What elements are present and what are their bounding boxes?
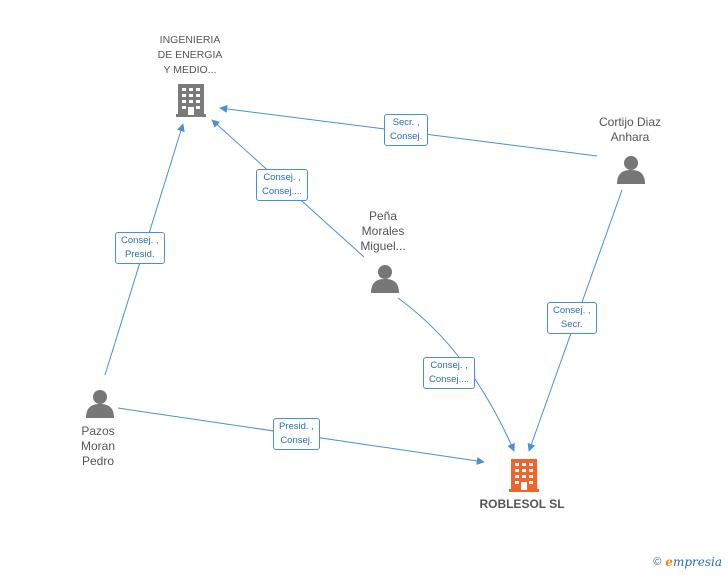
edge-label-pazos-roblesol[interactable]: Presid. , Consej. xyxy=(273,418,320,450)
edge-label-cortijo-ingenieria[interactable]: Secr. , Consej. xyxy=(384,114,429,146)
node-label-roblesol[interactable]: ROBLESOL SL xyxy=(479,497,565,511)
node-label-pazos[interactable]: Pazos Moran Pedro xyxy=(80,424,115,468)
node-label-ingenieria[interactable]: INGENIERIA DE ENERGIA Y MEDIO... xyxy=(157,34,223,76)
copyright-icon: © xyxy=(653,556,662,568)
node-label-pena[interactable]: Peña Morales Miguel... xyxy=(360,209,406,253)
footer-brand: © empresia xyxy=(653,555,722,569)
edge-label-pazos-ingenieria[interactable]: Consej. , Presid. xyxy=(115,232,165,264)
building-icon[interactable] xyxy=(509,459,539,492)
edge-label-cortijo-roblesol[interactable]: Consej. , Secr. xyxy=(547,302,597,334)
person-icon[interactable] xyxy=(371,265,399,293)
edge-label-pena-roblesol[interactable]: Consej. , Consej.... xyxy=(423,357,476,389)
edge-label-pena-ingenieria[interactable]: Consej. , Consej.... xyxy=(256,169,309,201)
building-icon[interactable] xyxy=(176,84,206,117)
person-icon[interactable] xyxy=(86,390,114,418)
person-icon[interactable] xyxy=(617,156,645,184)
node-label-cortijo[interactable]: Cortijo Diaz Anhara xyxy=(598,115,661,144)
empresia-logo[interactable]: empresia xyxy=(665,555,722,569)
